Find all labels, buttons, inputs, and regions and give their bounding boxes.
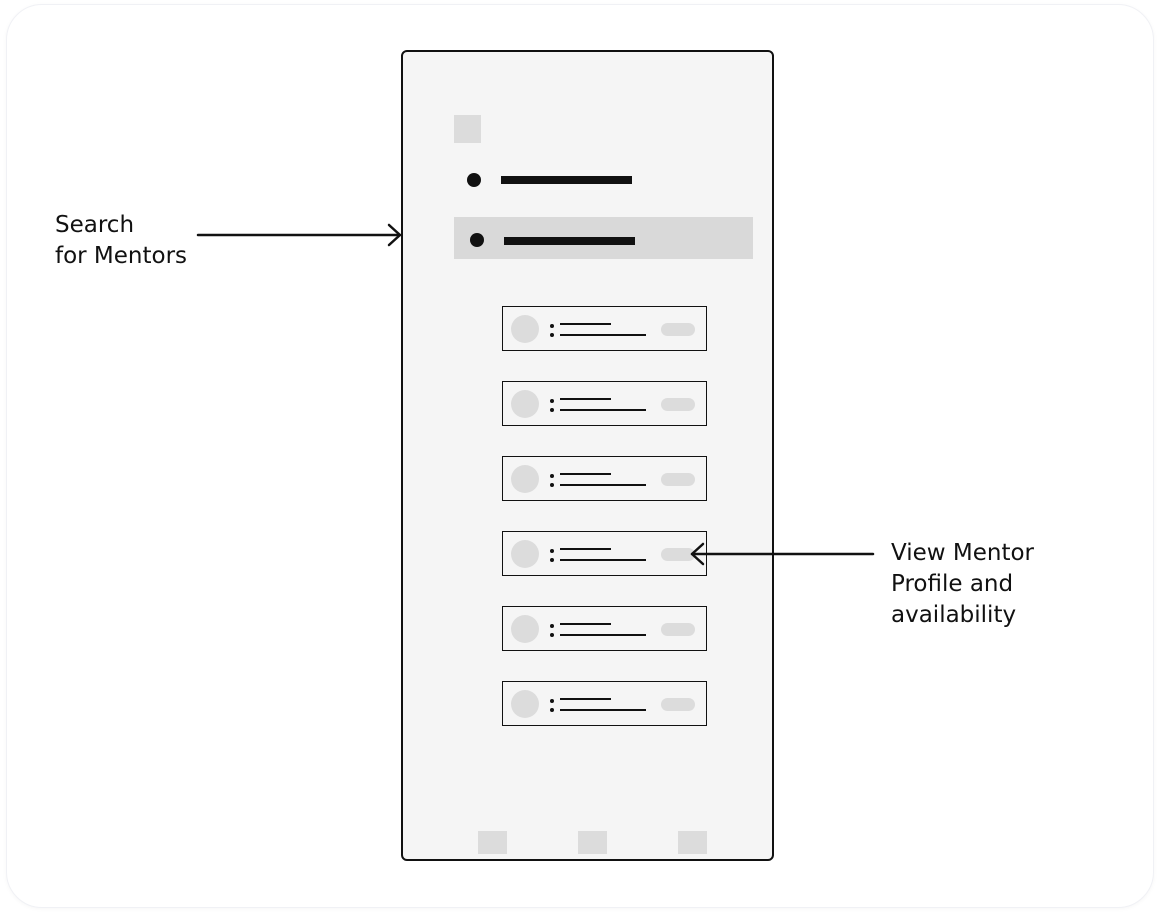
avatar-placeholder-icon bbox=[511, 615, 539, 643]
mentor-card-2[interactable] bbox=[502, 381, 707, 426]
nav-item-label-placeholder bbox=[501, 176, 632, 184]
mentor-detail-placeholder bbox=[560, 484, 646, 486]
avatar-placeholder-icon bbox=[511, 690, 539, 718]
mentor-detail-placeholder bbox=[560, 709, 646, 711]
mentor-detail-placeholder bbox=[560, 559, 646, 561]
mentor-card-4[interactable] bbox=[502, 531, 707, 576]
nav-item-search[interactable] bbox=[454, 217, 753, 259]
tab-3[interactable] bbox=[678, 831, 707, 854]
annotation-search: Search for Mentors bbox=[55, 212, 188, 269]
view-profile-button[interactable] bbox=[661, 398, 695, 411]
tab-1[interactable] bbox=[478, 831, 507, 854]
mentor-name-placeholder bbox=[560, 698, 611, 700]
bullet-dot-icon bbox=[467, 173, 481, 187]
mentor-name-placeholder bbox=[560, 623, 611, 625]
view-profile-button[interactable] bbox=[661, 473, 695, 486]
view-profile-button[interactable] bbox=[661, 548, 695, 561]
mentor-name-placeholder bbox=[560, 473, 611, 475]
mentor-card-1[interactable] bbox=[502, 306, 707, 351]
view-profile-button[interactable] bbox=[661, 623, 695, 636]
view-profile-button[interactable] bbox=[661, 323, 695, 336]
bullet-dot-icon bbox=[550, 708, 554, 712]
annotation-profile: View Mentor Profile and availability bbox=[891, 540, 1035, 628]
avatar-placeholder-icon bbox=[511, 315, 539, 343]
bullet-dot-icon bbox=[550, 333, 554, 337]
bullet-dot-icon bbox=[470, 233, 484, 247]
logo-placeholder-icon bbox=[454, 115, 481, 143]
bullet-dot-icon bbox=[550, 483, 554, 487]
mentor-card-6[interactable] bbox=[502, 681, 707, 726]
avatar-placeholder-icon bbox=[511, 465, 539, 493]
bullet-dot-icon bbox=[550, 558, 554, 562]
bullet-dot-icon bbox=[550, 408, 554, 412]
bullet-dot-icon bbox=[550, 474, 554, 478]
nav-item-label-placeholder bbox=[504, 237, 635, 245]
mentor-detail-placeholder bbox=[560, 334, 646, 336]
bullet-dot-icon bbox=[550, 399, 554, 403]
mentor-card-3[interactable] bbox=[502, 456, 707, 501]
phone-wireframe bbox=[401, 50, 774, 861]
mentor-detail-placeholder bbox=[560, 409, 646, 411]
avatar-placeholder-icon bbox=[511, 540, 539, 568]
bullet-dot-icon bbox=[550, 624, 554, 628]
mentor-name-placeholder bbox=[560, 323, 611, 325]
mentor-name-placeholder bbox=[560, 548, 611, 550]
avatar-placeholder-icon bbox=[511, 390, 539, 418]
bullet-dot-icon bbox=[550, 633, 554, 637]
bullet-dot-icon bbox=[550, 699, 554, 703]
view-profile-button[interactable] bbox=[661, 698, 695, 711]
mentor-card-5[interactable] bbox=[502, 606, 707, 651]
mentor-name-placeholder bbox=[560, 398, 611, 400]
bullet-dot-icon bbox=[550, 549, 554, 553]
bullet-dot-icon bbox=[550, 324, 554, 328]
nav-item-1[interactable] bbox=[454, 159, 702, 201]
mentor-detail-placeholder bbox=[560, 634, 646, 636]
tab-2[interactable] bbox=[578, 831, 607, 854]
